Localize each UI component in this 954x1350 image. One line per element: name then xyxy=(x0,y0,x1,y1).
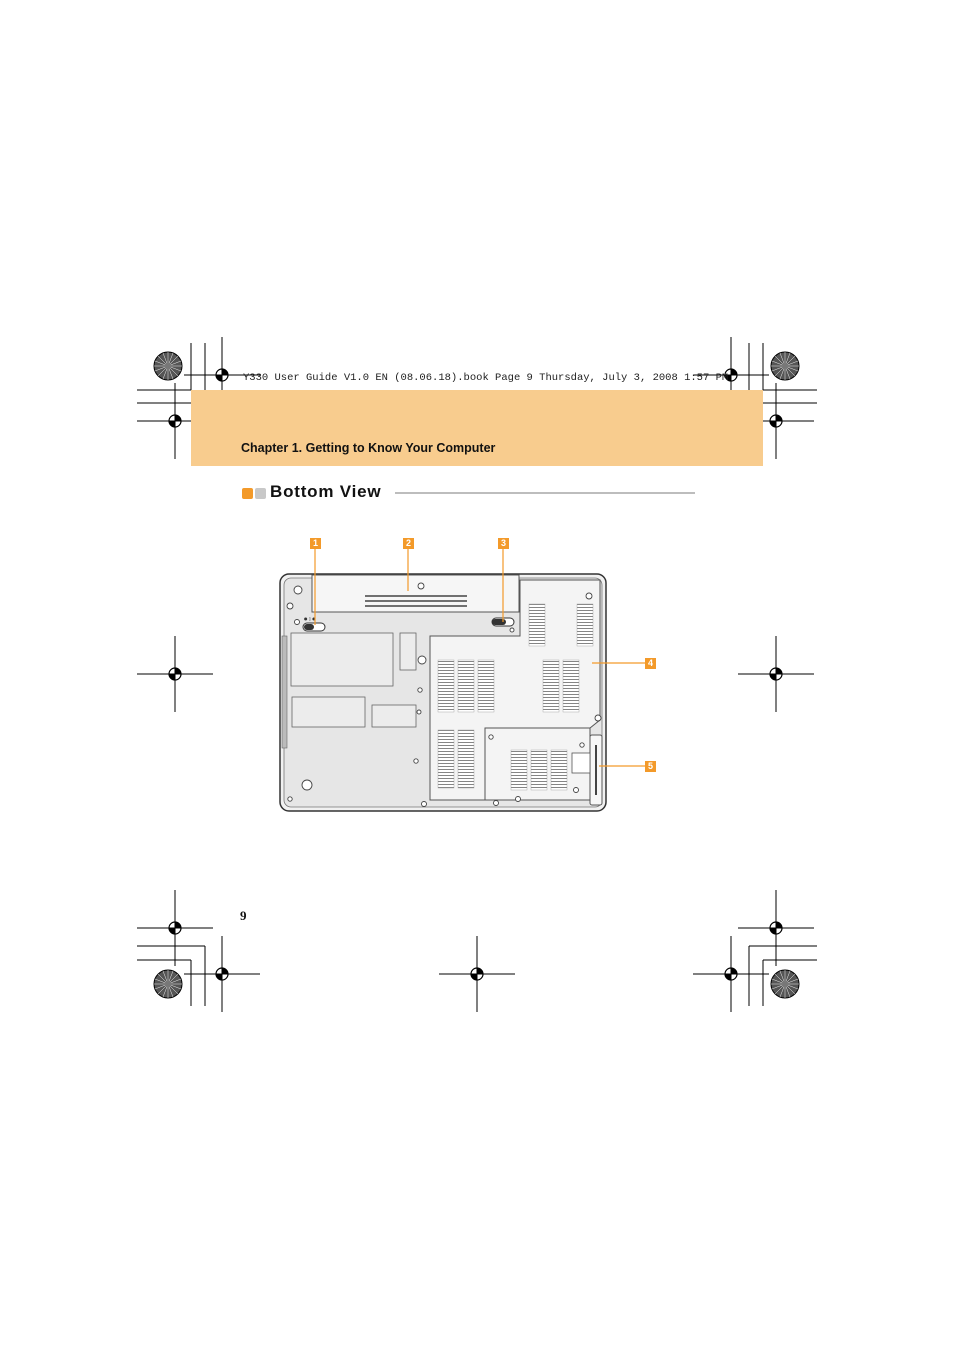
chapter-header-band xyxy=(191,390,763,466)
section-heading: Bottom View xyxy=(242,482,702,504)
page-number: 9 xyxy=(240,908,247,923)
heading-bullet-orange-icon xyxy=(242,488,253,499)
chapter-title: Chapter 1. Getting to Know Your Computer xyxy=(241,441,496,455)
callout-5: 5 xyxy=(645,761,656,772)
svg-text:● ▯ ●: ● ▯ ● xyxy=(304,616,316,621)
callout-3: 3 xyxy=(498,538,509,549)
callout-2: 2 xyxy=(403,538,414,549)
print-slug-line: Y330 User Guide V1.0 EN (08.06.18).book … xyxy=(243,372,729,384)
callout-1: 1 xyxy=(310,538,321,549)
callout-4: 4 xyxy=(645,658,656,669)
heading-bullet-gray-icon xyxy=(255,488,266,499)
section-divider xyxy=(395,492,695,494)
section-title: Bottom View xyxy=(270,482,382,501)
